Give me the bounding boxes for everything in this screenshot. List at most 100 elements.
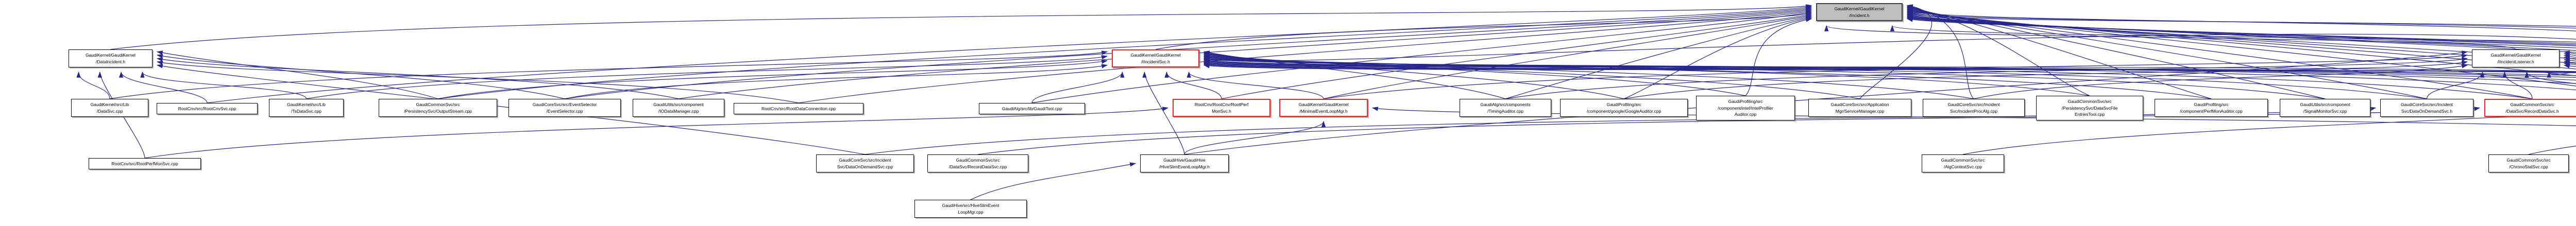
include-edge-recorddatasvc-h-to-iincidentsvc-h [1203, 57, 2533, 99]
node-label-line: /MinimalEventLoopMgr.h [1299, 108, 1348, 114]
node-label-line: /PersistencySvc/DataSvcFile [2061, 105, 2118, 111]
include-edge-minimaleventloopmgr-h-to-iincidentlistener-h [1323, 54, 2468, 99]
node-label-line: GaudiKernel/GaudiKernel [86, 53, 135, 58]
node-label-line: GaudiCoreSvc/src/Incident [1947, 102, 2000, 107]
node-label-line: LoopMgr.cpp [958, 209, 984, 215]
node-label-line: GaudiCoreSvc/src/Application [1831, 102, 1889, 107]
include-edge-eventselector-cpp-to-incident-h [564, 7, 1812, 99]
include-edge-gauditool-cpp-to-incident-h [1031, 11, 1812, 103]
node-algcontextsvc-cpp[interactable]: GaudiCommonSvc/src/AlgContextSvc.cpp [1922, 154, 2004, 172]
node-label-line: Mgr/ServiceManager.cpp [1835, 108, 1885, 114]
include-edge-hiveslimeventloopmgr-h-to-iincidentlistener-h [1184, 50, 2468, 155]
include-edge-moduleincident-h-to-incident-h [1906, 10, 2576, 31]
node-label-line: /EventSelector.cpp [546, 108, 583, 114]
node-hiveslimeventloopmgr-h[interactable]: GaudiHive/GaudiHive/HiveSlimEventLoopMgr… [1140, 154, 1229, 172]
include-edge-datasvc-cpp-to-iincidentsvc-h [109, 50, 1108, 99]
include-edge-datastreamtool-cpp-to-incident-h [1906, 11, 2576, 29]
node-recorddatasvc-cpp[interactable]: GaudiCommonSvc/src/DataSvc/RecordDataSvc… [927, 154, 1028, 172]
node-label-line: GaudiCommonSvc/src [416, 102, 460, 107]
include-edge-algcontextsvc-h-to-iincidentlistener-h [2524, 71, 2576, 84]
node-tsdatasvc-cpp[interactable]: GaudiKernel/src/Lib/TsDataSvc.cpp [269, 99, 344, 117]
node-outputstream-cpp[interactable]: GaudiCommonSvc/src/PersistencySvc/Output… [379, 99, 497, 117]
include-edge-rootcnvsvc-cpp-to-dataincident-h [119, 71, 208, 103]
node-minimaleventloopmgr-h[interactable]: GaudiKernel/GaudiKernel/MinimalEventLoop… [1279, 99, 1368, 117]
include-edge-minimaleventloopmgr-h-to-incident-h [1323, 14, 1812, 99]
node-gauditool-cpp[interactable]: GaudiAlg/src/lib/GaudiTool.cpp [979, 103, 1085, 114]
include-edge-outputstream-cpp-to-iincidentsvc-h [437, 59, 1108, 99]
include-edge-googleauditor-cpp-to-incident-h [1623, 16, 1812, 99]
include-edge-iincidentsvc-h-to-incident-h [1155, 12, 1812, 50]
include-edge-signalmonitorsvc-cpp-to-iincidentsvc-h [1203, 55, 2326, 99]
include-edge-timingauditor-cpp-to-iincidentlistener-h [1505, 57, 2468, 99]
node-label-line: GaudiProfiling/src [1606, 102, 1641, 107]
node-label-line: GaudiUtils/src/component [2300, 102, 2350, 107]
include-edge-fileincident-h-to-incident-h [1906, 18, 2576, 44]
node-googleauditor-cpp[interactable]: GaudiProfiling/src/component/google/Goog… [1560, 99, 1688, 117]
node-label-line: /component/intel/IntelProfiler [1718, 105, 1773, 111]
node-label-line: GaudiProfiling/src [1728, 99, 1763, 105]
node-dataincident-h[interactable]: GaudiKernel/GaudiKernel/DataIncident.h [69, 49, 152, 67]
include-edge-jemallocprofilesvc-h-to-iincidentsvc-h [1203, 61, 2576, 72]
node-timingauditor-cpp[interactable]: GaudiAlg/src/components/TimingAuditor.cp… [1460, 99, 1551, 117]
node-rootdataconnection-cpp[interactable]: RootCnv/src/RootDataConnection.cpp [734, 103, 863, 114]
node-rootperfmonsvc-cpp[interactable]: RootCnv/src/RootPerfMonSvc.cpp [89, 158, 201, 169]
node-eventselector-cpp[interactable]: GaudiCoreSvc/src/EventSelector/EventSele… [509, 99, 621, 117]
node-datasvc-cpp[interactable]: GaudiKernel/src/Lib/DataSvc.cpp [71, 99, 148, 117]
node-label-line: GaudiKernel/src/Lib [287, 102, 326, 107]
include-edge-minimaleventloopmgr-h-to-iincidentsvc-h [1187, 71, 1324, 99]
node-label-line: Auditor.cpp [1734, 112, 1757, 117]
include-edge-hiveslimeventloopmgr-h-to-iincidentsvc-h [1142, 71, 1185, 155]
include-edge-hiveslimeventloopmgr-h-to-minimaleventloopmgr-h [1184, 120, 1326, 155]
node-label-line: /DataIncident.h [95, 59, 126, 64]
node-label-line: /PersistencySvc/OutputStream.cpp [404, 108, 472, 114]
node-label-line: GaudiHive/GaudiHive [1163, 158, 1206, 163]
node-perfmonauditor-cpp[interactable]: GaudiProfiling/src/component/PerfMonAudi… [2155, 99, 2268, 117]
node-iincidentlistener-h[interactable]: GaudiKernel/GaudiKernel/IIncidentListene… [2472, 49, 2560, 67]
include-edge-recorddatasvc-cpp-to-recorddatasvc-h [977, 107, 2481, 155]
node-chronostatsvc-cpp[interactable]: GaudiCommonSvc/src/ChronoStatSvc.cpp [2488, 154, 2569, 172]
node-rootcnvsvc-cpp[interactable]: RootCnv/src/RootCnvSvc.cpp [157, 103, 258, 114]
include-edge-iocomponentmgr-h-to-incident-h [1906, 16, 2576, 46]
node-datasvcfileentriestool-cpp[interactable]: GaudiCommonSvc/src/PersistencySvc/DataSv… [2036, 96, 2143, 120]
include-edge-tsdatasvc-cpp-to-iincidentsvc-h [306, 55, 1108, 99]
node-label-line: /HiveSlimEventLoopMgr.h [1159, 164, 1210, 169]
node-recorddatasvc-h[interactable]: GaudiCommonSvc/src/DataSvc/RecordDataSvc… [2484, 99, 2576, 117]
node-label-line: GaudiUtils/src/component [653, 102, 704, 107]
node-label-line: RootCnv/src/RootCnvSvc.cpp [178, 106, 236, 111]
include-edge-rootperfmonsvc-cpp-to-rootperfmonsvc-h [144, 107, 1169, 159]
node-label-line: /IIncidentSvc.h [1141, 59, 1170, 64]
node-iodatamanager-cpp[interactable]: GaudiUtils/src/component/IODataManager.c… [633, 99, 724, 117]
node-label-line: GaudiKernel/GaudiKernel [2490, 53, 2541, 58]
node-label-line: GaudiKernel/GaudiKernel [1298, 102, 1349, 107]
node-label-line: /TsDataSvc.cpp [291, 108, 322, 114]
include-edge-rootperfmonsvc-h-to-iincidentsvc-h [1164, 71, 1222, 99]
include-edge-incidentsvc-cpp-to-iincidentsvc-h [1203, 64, 2576, 72]
include-edge-jemallocprofilesvc-h-to-incident-h [1906, 14, 2576, 53]
include-edge-intelprofilerauditor-cpp-to-iincidentsvc-h [1203, 51, 1746, 96]
include-edge-incidentprocalg-cpp-to-iincidentlistener-h [1973, 64, 2468, 99]
include-edge-googleauditor-cpp-to-iincidentlistener-h [1623, 60, 2468, 99]
include-edge-rootcnvsvc-cpp-to-incident-h [207, 5, 1812, 103]
node-label-line: GaudiCommonSvc/src [2067, 99, 2112, 105]
node-incident-h[interactable]: GaudiKernel/GaudiKernel/Incident.h [1816, 3, 1903, 21]
node-iincidentsvc-h[interactable]: GaudiKernel/GaudiKernel/IIncidentSvc.h [1112, 49, 1199, 67]
include-edge-eventloopmgr-cpp-to-iincidentlistener-h [2547, 71, 2576, 78]
node-label-line: GaudiCoreSvc/src/Incident [839, 158, 891, 163]
node-label-line: GaudiProfiling/src [2194, 102, 2229, 107]
node-label-line: MonSvc.h [1212, 108, 1231, 114]
node-intelprofilerauditor-cpp[interactable]: GaudiProfiling/src/component/intel/Intel… [1696, 96, 1795, 120]
node-signalmonitorsvc-cpp[interactable]: GaudiUtils/src/component/SignalMonitorSv… [2280, 99, 2370, 117]
node-label-line: Svc/DataOnDemandSvc.cpp [837, 164, 893, 169]
include-edge-eventloopmgr-cpp-to-iincidentsvc-h [1203, 33, 2576, 62]
node-label-line: GaudiAlg/src/lib/GaudiTool.cpp [1002, 106, 1062, 111]
node-label-line: Svc/IncidentProcAlg.cpp [1950, 108, 1998, 114]
node-label-line: Svc/DataOnDemandSvc.h [2401, 108, 2453, 114]
node-label-line: GaudiKernel/GaudiKernel [1130, 53, 1181, 58]
node-label-line: /DataSvc.cpp [96, 108, 123, 114]
